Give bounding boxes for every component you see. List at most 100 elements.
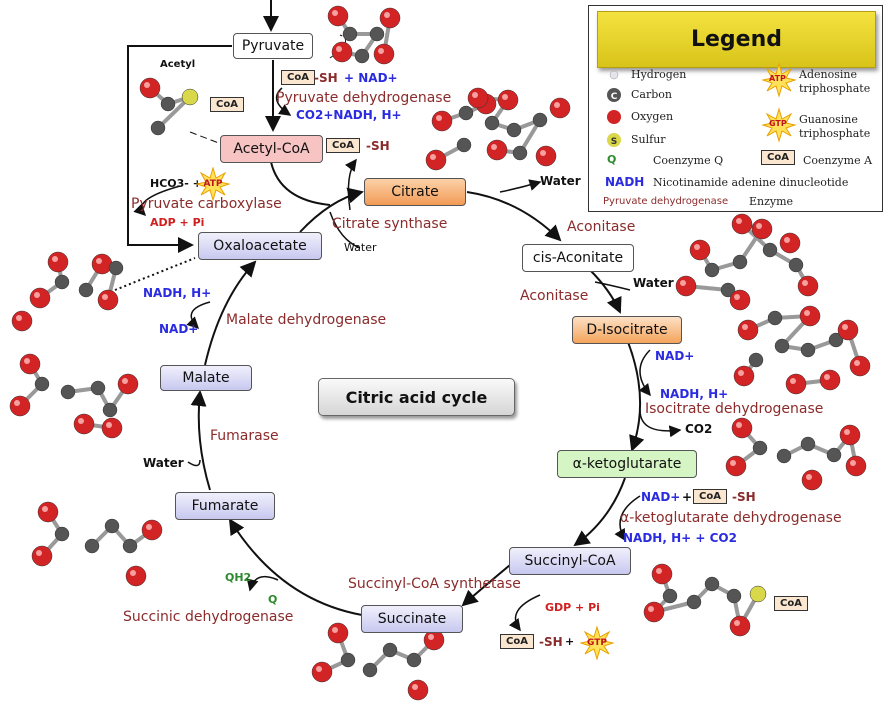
carbon-atom [720, 282, 736, 298]
coa-tag-pyruvate: CoA [281, 70, 315, 85]
nad-malate: NAD+ [159, 322, 199, 336]
legend-atp-name-1: Adenosine [799, 68, 857, 81]
legend-nadh-name: Nicotinamide adenine dinucleotide [653, 176, 849, 189]
isocitrate-box[interactable]: D-Isocitrate [572, 316, 682, 344]
oxygen-atom [141, 519, 163, 541]
oxygen-atom [797, 275, 819, 297]
oxygen-icon [607, 110, 621, 124]
fumarate-box[interactable]: Fumarate [175, 492, 275, 520]
fumarate-molecule [31, 501, 163, 587]
hco3-label: HCO3- + [150, 177, 202, 190]
carbon-atom [828, 332, 844, 348]
citrate-molecule [425, 87, 571, 171]
carbon-atom [752, 440, 768, 456]
carbon-atom [54, 274, 70, 290]
oxygen-atom [837, 319, 859, 341]
pyruvate-box[interactable]: Pyruvate [233, 33, 313, 59]
oxygen-atom [729, 289, 751, 311]
coa-tag-acetylcoa: CoA [326, 138, 360, 153]
enzyme-aconitase-2: Aconitase [520, 288, 589, 304]
oxygen-atom [486, 139, 508, 161]
legend-hydrogen: Hydrogen [631, 68, 687, 81]
oxaloacetate-box[interactable]: Oxaloacetate [198, 232, 322, 260]
oxygen-atom [819, 369, 841, 391]
succinate-box[interactable]: Succinate [361, 605, 463, 633]
water-citrate: Water [540, 174, 581, 188]
arrow-citrate-aconitate [466, 191, 562, 242]
succinyl-coa-molecule [643, 563, 767, 637]
legend-carbon: Carbon [631, 88, 672, 101]
carbon-atom [84, 538, 100, 554]
atp-star-icon: ATP [196, 167, 230, 201]
oxygen-atom [37, 501, 59, 523]
carbon-atom [406, 652, 422, 668]
oxygen-atom [839, 424, 861, 446]
legend-sulfur: Sulfur [631, 133, 666, 146]
oxygen-atom [785, 373, 807, 395]
oxygen-atom [751, 218, 773, 240]
carbon-atom [762, 242, 778, 258]
oxygen-atom [19, 353, 41, 375]
oxygen-atom [73, 413, 95, 435]
oxygen-atom [379, 7, 401, 29]
carbon-atom [382, 642, 398, 658]
carbon-atom [826, 447, 842, 463]
carbon-atom [354, 48, 370, 64]
gtp-star-label: GTP [587, 638, 607, 648]
gdp-pi-label: GDP + Pi [545, 601, 600, 614]
oxygen-atom [731, 213, 753, 235]
oxygen-atom [423, 629, 445, 651]
oxygen-atom [327, 622, 349, 644]
carbon-atom [704, 576, 720, 592]
oxygen-atom [117, 373, 139, 395]
enzyme-isocitrate-dehydrogenase: Isocitrate dehydrogenase [645, 401, 824, 417]
plus-gtp: + [565, 635, 575, 648]
malate-box[interactable]: Malate [160, 365, 252, 391]
oxygen-atom [431, 110, 453, 132]
carbon-atom [104, 518, 120, 534]
oxygen-atom [801, 469, 823, 491]
arrow-oxaloacetate-citrate [299, 187, 364, 233]
carbon-atom [54, 526, 70, 542]
carbon-atom [342, 26, 358, 42]
carbon-atom [726, 588, 742, 604]
oxygen-atom [731, 417, 753, 439]
oxygen-atom [497, 89, 519, 111]
nad-pyruvate: + NAD+ [344, 71, 398, 85]
oxygen-atom [467, 87, 489, 109]
enzyme-pyruvate-carboxylase: Pyruvate carboxylase [131, 196, 282, 212]
cis-aconitate-box[interactable]: cis-Aconitate [522, 244, 634, 272]
enzyme-succinic-dehydrogenase: Succinic dehydrogenase [123, 609, 294, 625]
oxygen-atom [549, 97, 571, 119]
oxygen-atom [311, 661, 333, 683]
ketoglutarate-molecule [725, 417, 867, 491]
arrow-succinylcoa-succinate [461, 564, 511, 607]
atp-legend-icon [761, 62, 797, 98]
carbon-atom [122, 538, 138, 554]
oxygen-atom [675, 275, 697, 297]
acetyl-label: Acetyl [160, 59, 196, 70]
carbon-atom [108, 260, 124, 276]
arrow-malate-oxaloacetate [204, 260, 257, 366]
succinyl-coa-box[interactable]: Succinyl-CoA [509, 547, 631, 575]
cis-aconitate-molecule [675, 213, 819, 311]
enzyme-malate-dehydrogenase: Malate dehydrogenase [226, 312, 387, 328]
legend-coa-symbol: CoA [761, 150, 795, 165]
sulfur-atom [181, 88, 199, 106]
oxygen-atom [535, 145, 557, 167]
ketoglutarate-box[interactable]: α-ketoglutarate [557, 450, 697, 478]
acetyl-coa-box[interactable]: Acetyl-CoA [220, 135, 323, 163]
coa-tag-succinate: CoA [500, 634, 534, 649]
legend-q-name: Coenzyme Q [653, 154, 724, 167]
carbon-icon [607, 88, 621, 102]
legend-gtp-symbol: GTP [769, 119, 787, 128]
carbon-atom [362, 662, 378, 678]
oxygen-atom [799, 305, 821, 327]
enzyme-pyruvate-dehydrogenase: Pyruvate dehydrogenase [276, 90, 452, 106]
citrate-box[interactable]: Citrate [364, 178, 466, 206]
adp-pi-label: ADP + Pi [150, 216, 205, 229]
hydrogen-icon [609, 70, 619, 80]
oxygen-atom [97, 289, 119, 311]
legend-title: Legend [597, 11, 876, 68]
